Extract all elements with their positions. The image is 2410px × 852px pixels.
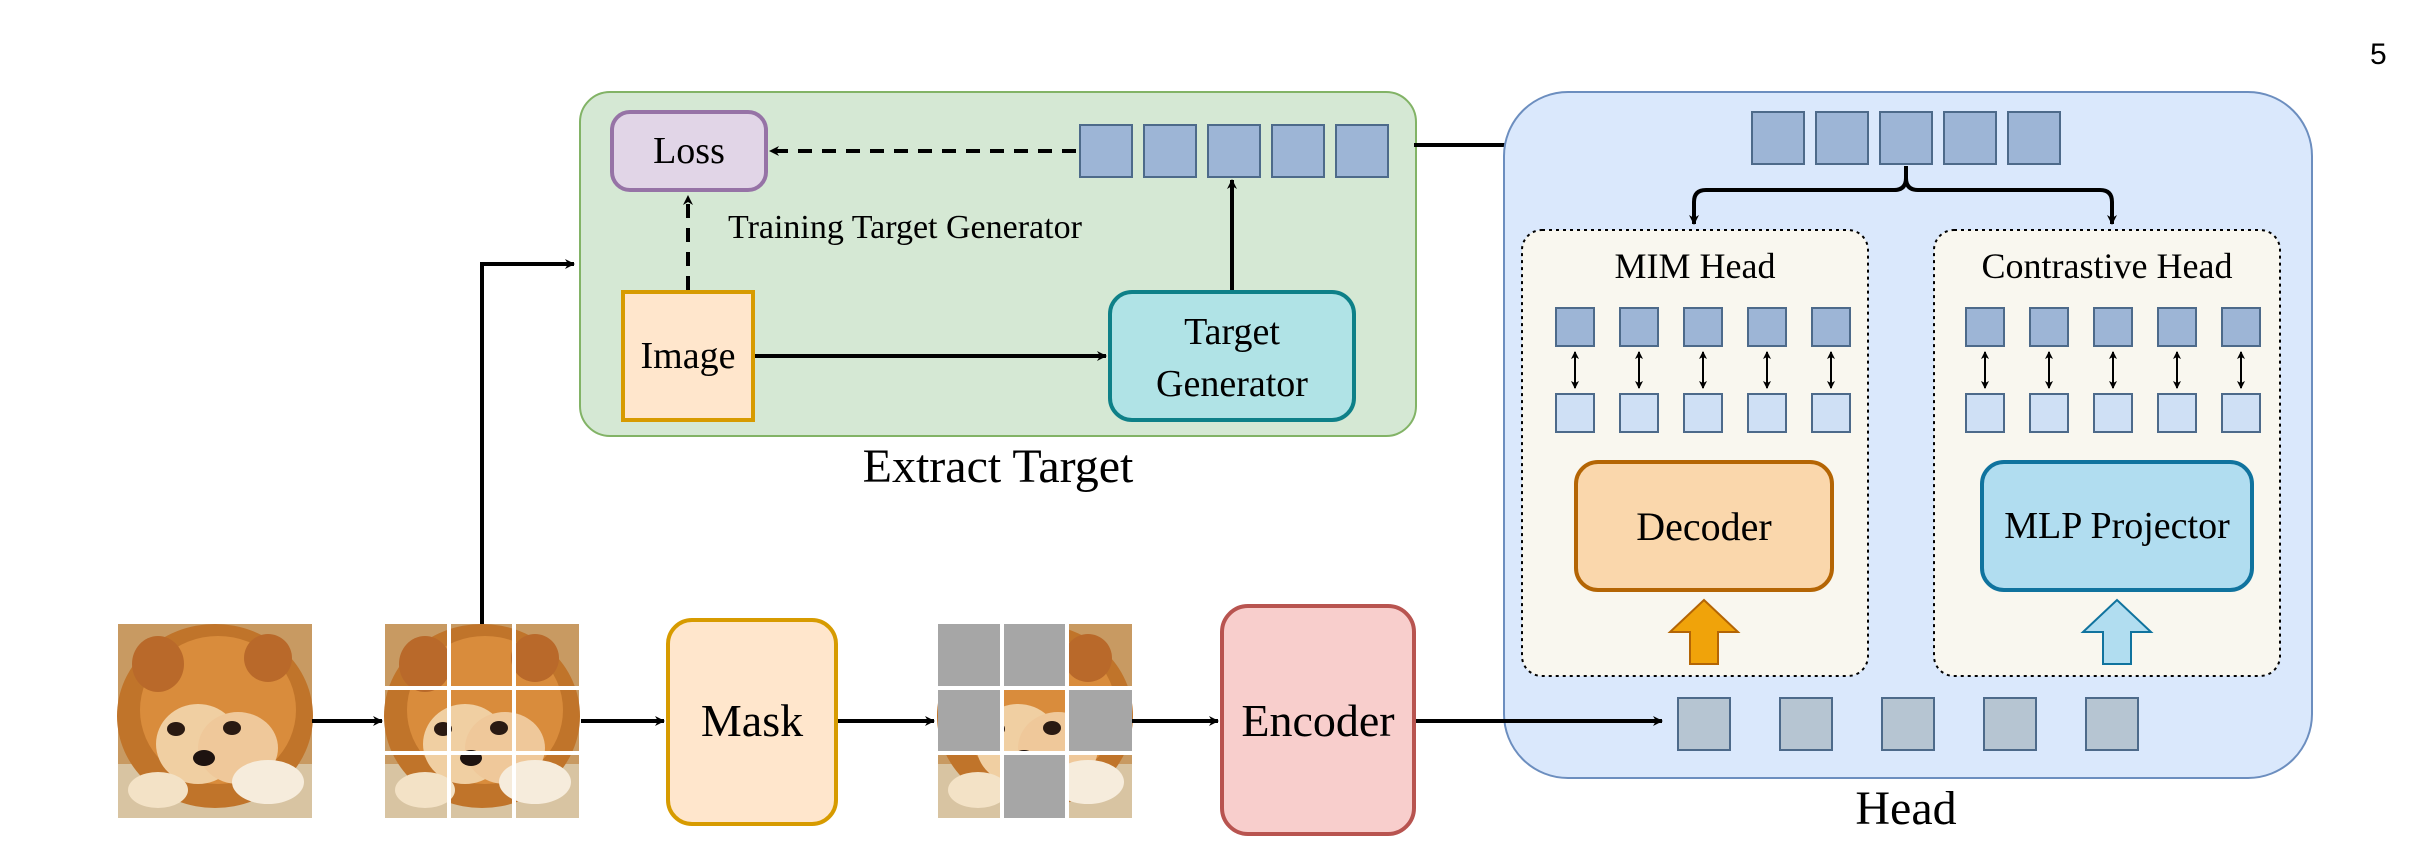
decoder-label: Decoder <box>1636 504 1771 549</box>
head-target-token <box>2007 111 2061 165</box>
mask-box <box>666 618 838 826</box>
target-token <box>1207 124 1261 178</box>
head-title: Head <box>1855 782 1956 835</box>
encoded-token <box>1983 697 2037 751</box>
contrastive-head-tokens <box>1965 307 2261 433</box>
mim-output-token <box>1555 307 1595 347</box>
decoder-input-arrow-icon <box>1667 598 1741 665</box>
head-target-token <box>1943 111 1997 165</box>
target-generator-label-line2: Generator <box>1156 363 1308 405</box>
extract-target-title: Extract Target <box>863 440 1134 493</box>
target-tokens <box>1079 124 1389 178</box>
mim-head-tokens <box>1555 307 1851 433</box>
encoder-label: Encoder <box>1241 695 1394 746</box>
target-token <box>1143 124 1197 178</box>
image-label: Image <box>641 335 736 377</box>
contrastive-projected-token <box>2221 393 2261 433</box>
encoded-token <box>1779 697 1833 751</box>
mask-label: Mask <box>701 695 803 746</box>
mlp-projector-box <box>1980 460 2254 592</box>
mim-head-label: MIM Head <box>1615 246 1776 286</box>
dog-photo <box>117 624 313 818</box>
decoder-box <box>1574 460 1834 592</box>
mim-output-token <box>1811 307 1851 347</box>
contrastive-output-token <box>2029 307 2069 347</box>
encoded-tokens <box>1677 697 2139 751</box>
loss-label: Loss <box>653 130 725 172</box>
target-generator-box <box>1108 290 1356 422</box>
mim-predicted-token <box>1683 393 1723 433</box>
encoded-token <box>1677 697 1731 751</box>
contrastive-projected-token <box>1965 393 2005 433</box>
branch-to-contrastive-arrow <box>1904 177 2117 225</box>
target-token <box>1271 124 1325 178</box>
mim-predicted-token <box>1619 393 1659 433</box>
contrastive-projected-token <box>2157 393 2197 433</box>
head-panel: MIM Head Decoder <box>1503 91 2313 835</box>
mim-output-token <box>1619 307 1659 347</box>
image-box <box>621 290 755 422</box>
encoder-box <box>1220 604 1416 836</box>
contrastive-head-label: Contrastive Head <box>1982 246 2233 286</box>
mim-predicted-token <box>1555 393 1595 433</box>
head-target-tokens <box>1751 111 2061 165</box>
contrastive-output-token <box>2157 307 2197 347</box>
head-target-token <box>1751 111 1805 165</box>
mim-output-token <box>1683 307 1723 347</box>
extract-target-panel: Loss Training Target Generator Image Tar… <box>579 91 1417 493</box>
contrastive-projected-token <box>2093 393 2133 433</box>
loss-box <box>610 110 768 192</box>
mim-head: MIM Head Decoder <box>1521 229 1869 677</box>
contrastive-head: Contrastive Head MLP Projector <box>1933 229 2281 677</box>
target-token <box>1335 124 1389 178</box>
contrastive-output-token <box>1965 307 2005 347</box>
projector-input-arrow-icon <box>2080 598 2154 665</box>
mlp-projector-label: MLP Projector <box>2004 505 2230 547</box>
head-target-token <box>1815 111 1869 165</box>
contrastive-output-token <box>2093 307 2133 347</box>
target-generator-label-line1: Target <box>1184 311 1280 353</box>
training-target-generator-label: Training Target Generator <box>728 209 1083 246</box>
patch-grid-photo <box>384 624 580 818</box>
mim-output-token <box>1747 307 1787 347</box>
head-target-token <box>1879 111 1933 165</box>
encoded-token <box>2085 697 2139 751</box>
masked-photo <box>937 624 1133 818</box>
target-token <box>1079 124 1133 178</box>
contrastive-projected-token <box>2029 393 2069 433</box>
patches-to-extract-target-arrow <box>480 259 575 624</box>
mim-predicted-token <box>1811 393 1851 433</box>
page-number: 5 <box>2370 38 2387 71</box>
contrastive-output-token <box>2221 307 2261 347</box>
input-pipeline: Mask Encoder <box>117 259 1663 836</box>
mim-predicted-token <box>1747 393 1787 433</box>
encoded-token <box>1881 697 1935 751</box>
